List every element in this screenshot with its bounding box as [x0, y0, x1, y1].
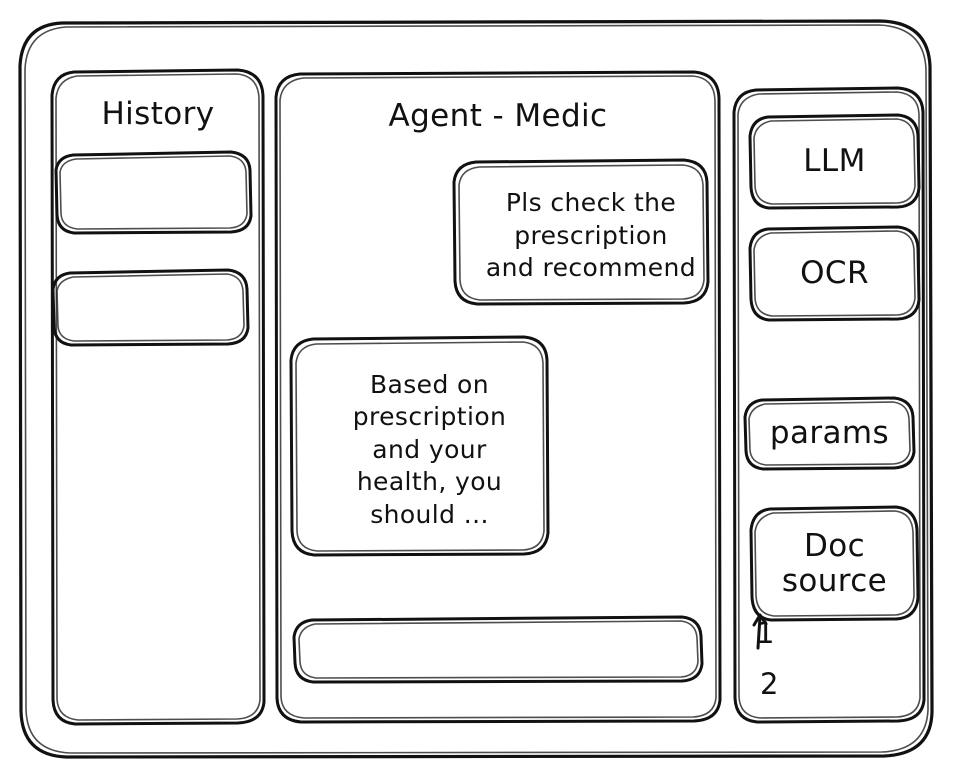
message-bubble-assistant[interactable]: Based on prescription and your health, y…: [291, 337, 548, 555]
tool-button-llm-label: LLM: [803, 143, 866, 180]
doc-source-item-2[interactable]: 2: [752, 665, 832, 709]
composer-input[interactable]: [294, 617, 702, 682]
message-assistant-line-3: and your: [372, 434, 487, 464]
message-assistant-line-4: health, you: [356, 467, 503, 497]
doc-source-item-2-number: 2: [760, 667, 779, 701]
message-user-line-2: prescription: [514, 220, 668, 250]
chat-panel-title: Agent - Medic: [388, 98, 608, 134]
tool-button-ocr[interactable]: OCR: [750, 227, 919, 320]
tool-button-doc-source[interactable]: Doc source: [751, 507, 918, 620]
tool-button-llm[interactable]: LLM: [750, 115, 919, 208]
history-item-1[interactable]: [56, 152, 251, 233]
chat-panel: Agent - Medic: [276, 72, 720, 722]
tool-button-params-label: params: [769, 415, 890, 452]
doc-source-line-2: source: [781, 562, 888, 599]
doc-source-item-1-number: 1: [756, 616, 775, 650]
message-user-line-3: and recommend: [485, 253, 697, 283]
message-user-text: Pls check the prescription and recommend: [454, 160, 728, 312]
history-panel: History: [52, 70, 264, 725]
tool-button-ocr-label: OCR: [800, 255, 869, 292]
message-user-line-1: Pls check the: [505, 188, 677, 218]
message-bubble-user[interactable]: Pls check the prescription and recommend: [454, 160, 708, 304]
message-assistant-line-1: Based on: [369, 369, 490, 399]
doc-source-item-1[interactable]: 1: [750, 612, 830, 656]
message-assistant-line-2: prescription: [352, 402, 507, 432]
tool-button-params[interactable]: params: [745, 398, 914, 469]
tool-button-doc-source-label: Doc source: [751, 507, 918, 620]
history-item-2[interactable]: [53, 270, 248, 345]
composer[interactable]: [294, 617, 702, 682]
message-assistant-text: Based on prescription and your health, y…: [291, 337, 568, 563]
history-panel-title: History: [101, 96, 215, 132]
doc-source-line-1: Doc: [803, 527, 866, 564]
message-assistant-line-5: should ...: [370, 499, 489, 529]
